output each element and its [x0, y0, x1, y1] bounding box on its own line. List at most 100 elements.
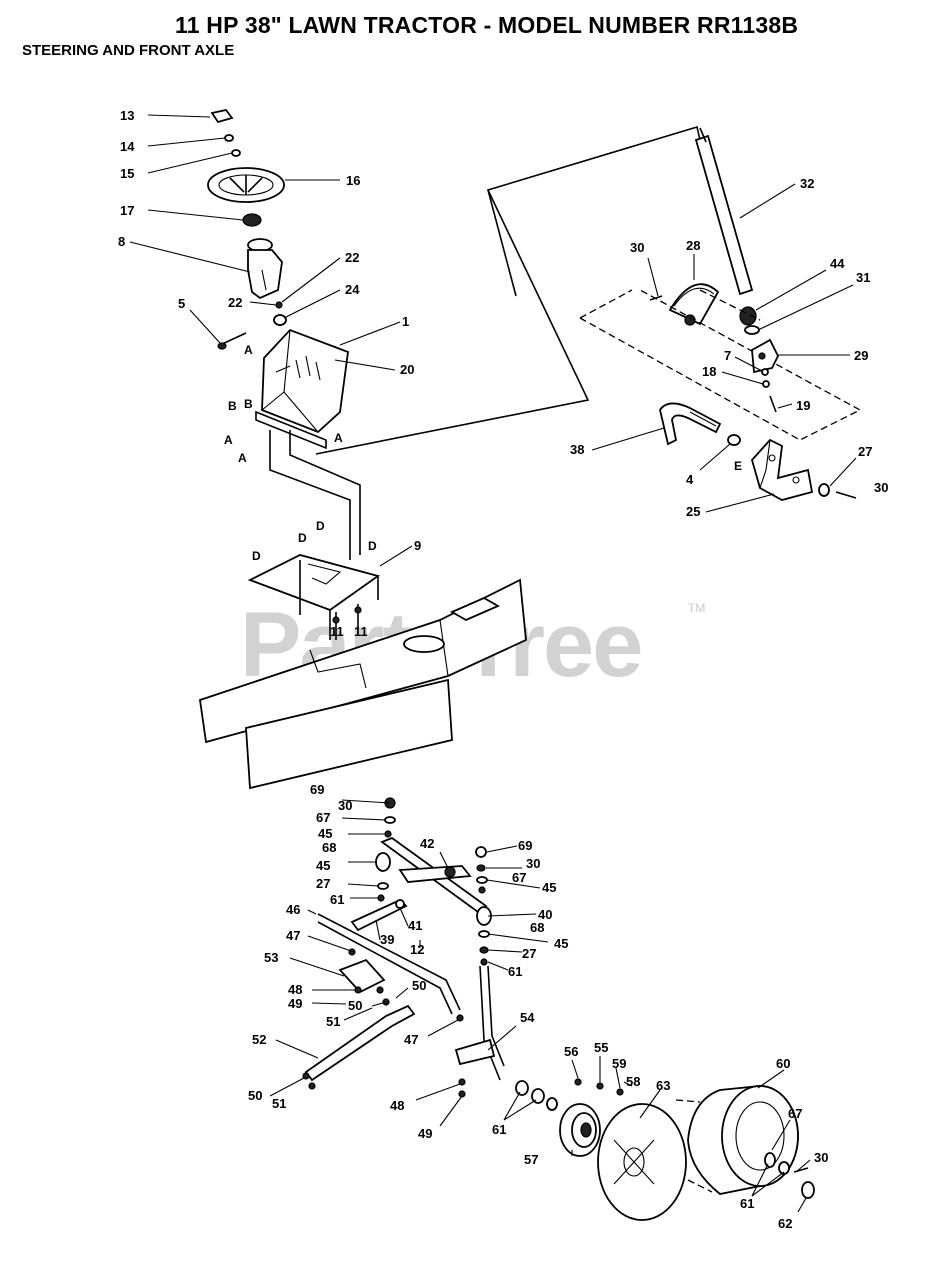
watermark-tm: TM — [688, 601, 705, 615]
nut-part — [275, 301, 283, 309]
callout-5: 5 — [178, 296, 185, 311]
callout-61d: 61 — [740, 1196, 754, 1211]
callout-51a: 51 — [326, 1014, 340, 1029]
ref-letter-b: B — [244, 397, 253, 411]
callout-49a: 49 — [288, 996, 302, 1011]
callout-30d: 30 — [526, 856, 540, 871]
callout-14: 14 — [120, 139, 135, 154]
ref-letter-b: B — [228, 399, 237, 413]
callout-62: 62 — [778, 1216, 792, 1231]
callout-67c: 67 — [788, 1106, 802, 1121]
ref-letter-d: D — [368, 539, 377, 553]
callout-15: 15 — [120, 166, 134, 181]
callout-57: 57 — [524, 1152, 538, 1167]
steering-shaft-part — [694, 134, 754, 296]
callout-47b: 47 — [404, 1032, 418, 1047]
front-axle-part — [317, 913, 461, 1011]
steering-wheel-spokes — [229, 175, 263, 195]
callout-24: 24 — [345, 282, 360, 297]
ref-letter-e: E — [734, 459, 742, 473]
left-spindle-part — [338, 958, 386, 994]
ref-letter-d: D — [298, 531, 307, 545]
callout-16: 16 — [346, 173, 360, 188]
callout-56: 56 — [564, 1044, 578, 1059]
callout-61c: 61 — [492, 1122, 506, 1137]
ref-letter-d: D — [252, 549, 261, 563]
callout-25: 25 — [686, 504, 700, 519]
callout-42: 42 — [420, 836, 434, 851]
callout-45b: 45 — [316, 858, 330, 873]
callout-60: 60 — [776, 1056, 790, 1071]
washer-part — [224, 134, 234, 142]
drag-link-part — [659, 402, 722, 446]
callout-28: 28 — [686, 238, 700, 253]
callout-27b: 27 — [316, 876, 330, 891]
washer-part — [744, 325, 760, 335]
callout-45c: 45 — [542, 880, 556, 895]
callout-59: 59 — [612, 1056, 626, 1071]
dashed-plane — [579, 289, 633, 319]
right-spindle-shaft — [479, 965, 501, 1081]
bushing-part — [273, 314, 287, 326]
detail-leader — [315, 125, 701, 455]
wheel-rim-part — [597, 1103, 687, 1221]
callout-1: 1 — [402, 314, 409, 329]
callout-30b: 30 — [874, 480, 888, 495]
ref-letter-a: A — [238, 451, 247, 465]
ref-letter-a: A — [224, 433, 233, 447]
callout-68b: 68 — [530, 920, 544, 935]
pinion-gear-part — [739, 306, 757, 326]
callout-63: 63 — [656, 1078, 670, 1093]
panel-bracket — [255, 410, 327, 450]
steering-tie-rod — [304, 1004, 416, 1082]
callout-46: 46 — [286, 902, 300, 917]
ref-letter-d: D — [316, 519, 325, 533]
callout-54: 54 — [520, 1010, 535, 1025]
callout-7: 7 — [724, 348, 731, 363]
ref-letter-a: A — [244, 343, 253, 357]
callout-39: 39 — [380, 932, 394, 947]
callout-52: 52 — [252, 1032, 266, 1047]
callout-31: 31 — [856, 270, 870, 285]
washer-part — [231, 149, 241, 157]
callout-45a: 45 — [318, 826, 332, 841]
diagram-subtitle: STEERING AND FRONT AXLE — [22, 42, 235, 59]
reference-letters: A A A A B B D D D D E — [224, 343, 742, 563]
callout-50b: 50 — [348, 998, 362, 1013]
callout-69b: 69 — [518, 838, 532, 853]
callout-30a: 30 — [630, 240, 644, 255]
callout-13: 13 — [120, 108, 134, 123]
callout-48a: 48 — [288, 982, 302, 997]
frame-hole — [403, 635, 445, 653]
callout-30e: 30 — [814, 1150, 828, 1165]
callout-41: 41 — [408, 918, 422, 933]
front-axle-assembly — [269, 797, 815, 1221]
callout-68a: 68 — [322, 840, 336, 855]
steering-hub-part — [242, 213, 262, 227]
callout-38: 38 — [570, 442, 584, 457]
frame-side-part — [245, 678, 453, 790]
callout-19: 19 — [796, 398, 810, 413]
frame-assembly — [199, 545, 527, 790]
callout-44: 44 — [830, 256, 845, 271]
callout-61a: 61 — [330, 892, 344, 907]
callout-50c: 50 — [248, 1088, 262, 1103]
callout-49b: 49 — [418, 1126, 432, 1141]
callout-22b: 22 — [228, 295, 242, 310]
callout-labels: 13 14 15 16 17 8 22 22 24 5 1 20 32 30 2… — [118, 108, 888, 1231]
mounting-bracket-part — [750, 438, 814, 501]
callout-55: 55 — [594, 1040, 608, 1055]
callout-48b: 48 — [390, 1098, 404, 1113]
drag-link-rod — [350, 898, 408, 932]
callout-67b: 67 — [512, 870, 526, 885]
callout-58: 58 — [626, 1074, 640, 1089]
callout-17: 17 — [120, 203, 134, 218]
callout-47a: 47 — [286, 928, 300, 943]
steering-shaft — [269, 430, 351, 560]
sector-gear-part — [668, 283, 720, 326]
callout-61b: 61 — [508, 964, 522, 979]
ref-letter-a: A — [334, 431, 343, 445]
callout-20: 20 — [400, 362, 414, 377]
callout-30c: 30 — [338, 798, 352, 813]
